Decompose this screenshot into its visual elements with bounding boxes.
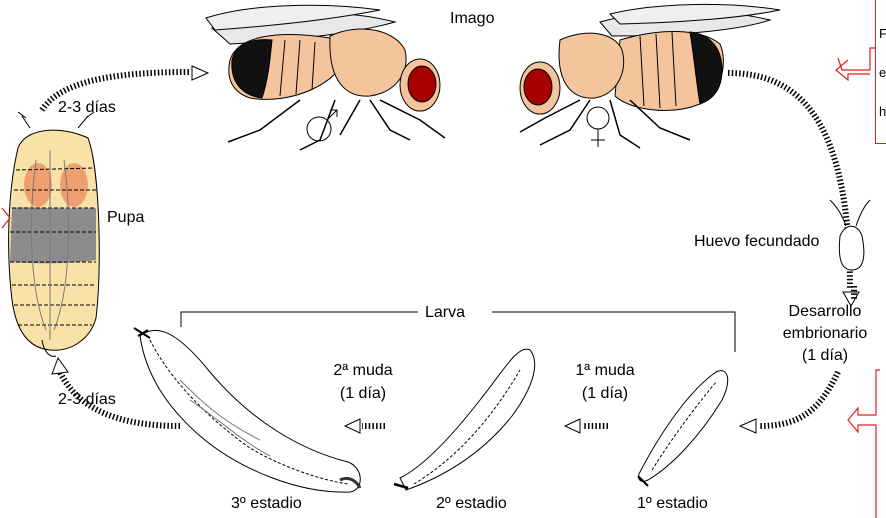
embryo-development-label: Desarrollo embrionario (1 día) xyxy=(770,302,880,365)
instar3-label: 3º estadio xyxy=(231,494,302,513)
male-fly-illustration xyxy=(206,5,445,150)
callout-connector-bottom xyxy=(848,370,880,518)
female-fly-illustration xyxy=(520,4,780,148)
molt1-line-1: 1ª muda xyxy=(568,361,642,380)
pupa-label: Pupa xyxy=(107,208,144,227)
embryo-line-1: Desarrollo xyxy=(770,302,880,321)
arrow-instar2-to-instar3 xyxy=(345,419,385,433)
molt2-label: 2ª muda (1 día) xyxy=(326,361,400,403)
arrow-embryo-to-instar1 xyxy=(740,372,838,433)
molt2-line-1: 2ª muda xyxy=(326,361,400,380)
egg-illustration xyxy=(830,200,870,270)
clipped-note-box: F e h f ( y a xyxy=(875,0,886,144)
larva-instar3-illustration xyxy=(134,328,360,492)
molt1-label: 1ª muda (1 día) xyxy=(568,361,642,403)
arrow-instar1-to-instar2 xyxy=(565,419,608,433)
molt2-line-2: (1 día) xyxy=(326,384,400,403)
pupa-illustration xyxy=(2,112,99,356)
imago-label: Imago xyxy=(450,9,494,28)
egg-label: Huevo fecundado xyxy=(694,232,819,251)
molt1-line-2: (1 día) xyxy=(568,384,642,403)
larva-instar2-illustration xyxy=(394,349,535,490)
note-line: e xyxy=(879,66,886,79)
instar1-label: 1º estadio xyxy=(637,494,708,513)
instar2-label: 2º estadio xyxy=(436,494,507,513)
embryo-line-2: embrionario xyxy=(770,324,880,343)
pupa-duration-label: 2-3 días xyxy=(58,390,116,409)
arrow-imago-to-egg xyxy=(728,73,859,306)
callout-connector-top xyxy=(836,48,876,80)
note-line: F xyxy=(879,27,886,40)
larva-instar1-illustration xyxy=(638,371,728,486)
note-line: h xyxy=(879,105,886,118)
larva-label: Larva xyxy=(425,303,465,322)
embryo-line-3: (1 día) xyxy=(770,346,880,365)
imago-duration-label: 2-3 días xyxy=(58,98,116,117)
